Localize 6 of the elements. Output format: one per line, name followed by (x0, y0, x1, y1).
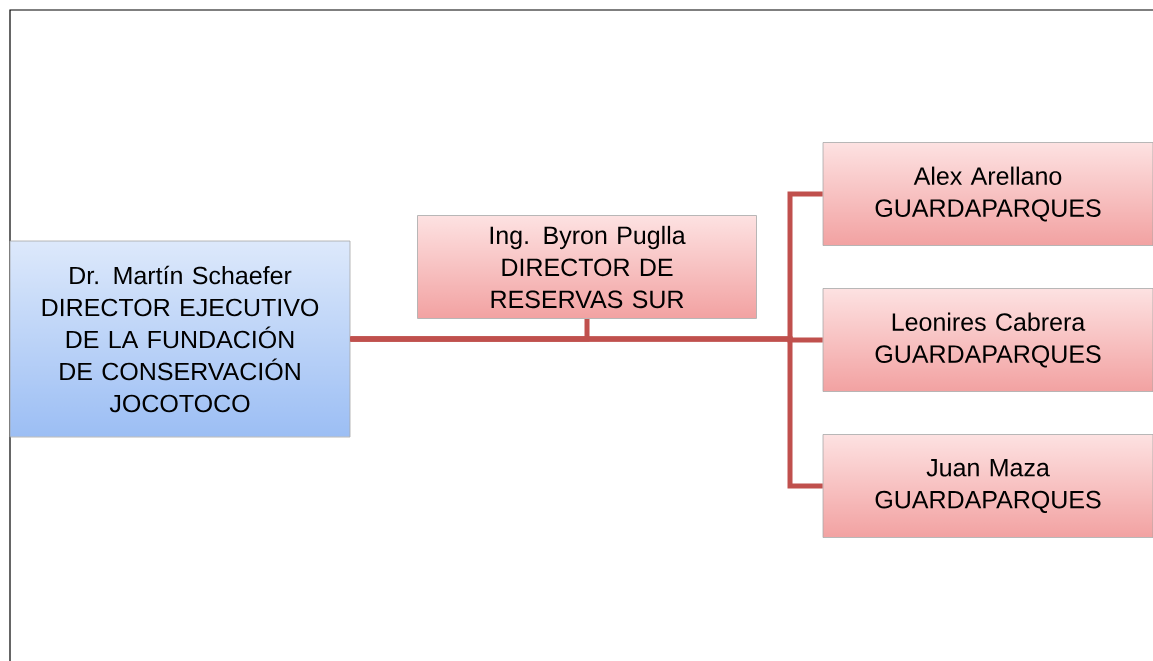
connector-line (350, 336, 823, 489)
org-box: Leonires Cabrera GUARDAPARQUES (822, 288, 1153, 392)
org-box: Alex Arellano GUARDAPARQUES (822, 142, 1153, 246)
org-box: Ing. Byron Puglla DIRECTOR DE RESERVAS SUR (417, 215, 757, 319)
org-box: Juan Maza GUARDAPARQUES (822, 434, 1153, 538)
org-box: Dr. Martín Schaefer DIRECTOR EJECUTIVO DE LA FUNDACIÓN DE CONSERVACIÓN JOCOTOCO (9, 240, 351, 438)
